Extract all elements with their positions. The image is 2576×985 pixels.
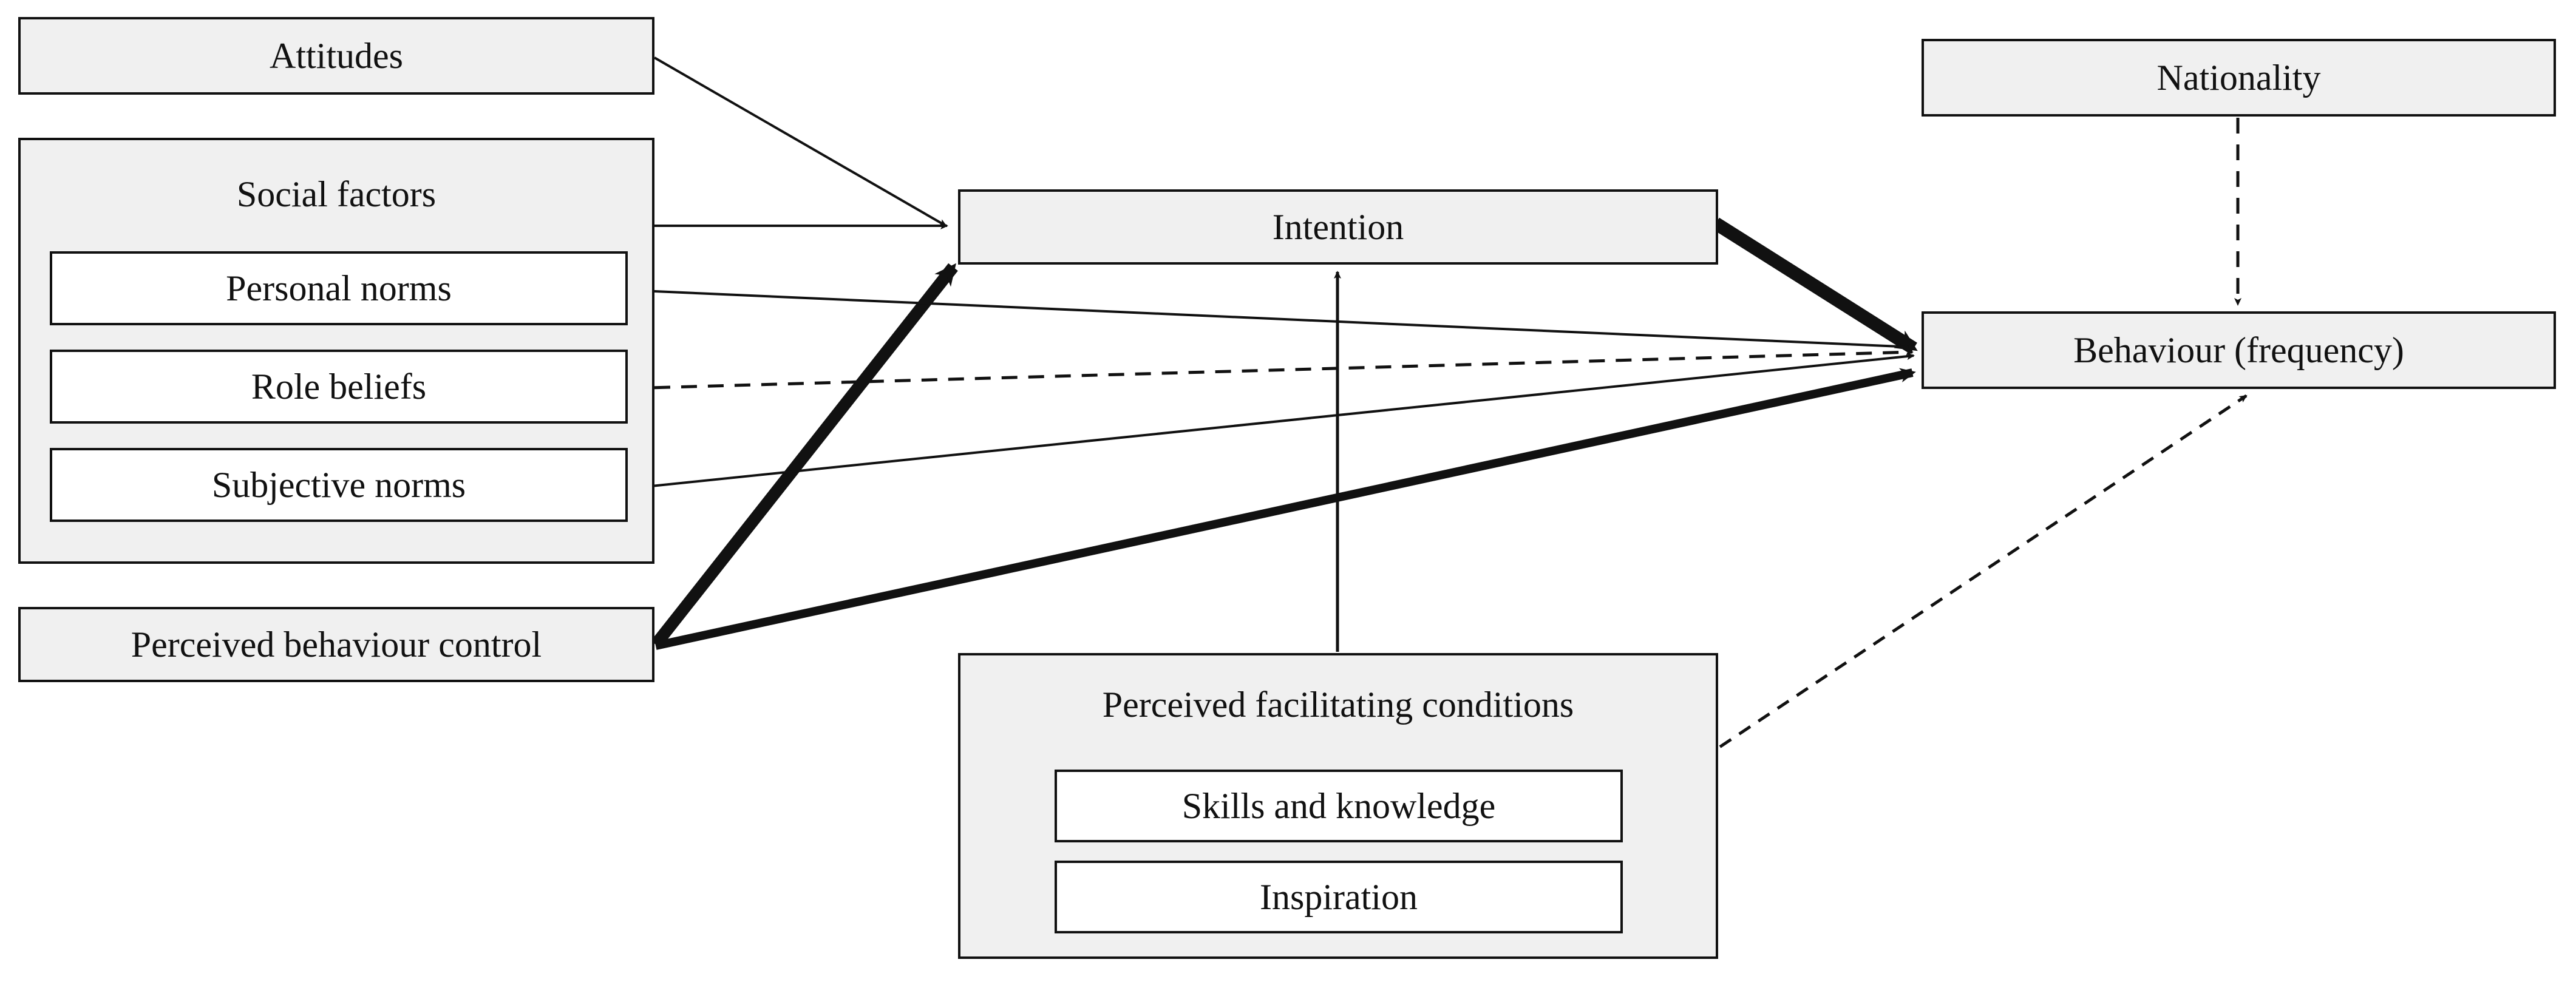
node-skills-and-knowledge-label: Skills and knowledge xyxy=(1181,786,1496,826)
node-behaviour[interactable]: Behaviour (frequency) xyxy=(1922,311,2556,389)
node-inspiration[interactable]: Inspiration xyxy=(1055,861,1623,933)
node-behaviour-label: Behaviour (frequency) xyxy=(2073,330,2404,370)
node-personal-norms[interactable]: Personal norms xyxy=(50,251,628,325)
edge-intention-to-behaviour xyxy=(1712,217,1918,354)
node-attitudes-label: Attitudes xyxy=(270,36,403,76)
edge-skills-and-knowledge-to-behaviour xyxy=(1623,394,2248,813)
node-subjective-norms-label: Subjective norms xyxy=(211,465,466,505)
edge-role-beliefs-to-behaviour xyxy=(627,348,1914,390)
edge-perceived-behaviour-control-to-intention xyxy=(651,263,958,649)
edge-personal-norms-to-behaviour xyxy=(627,289,1915,351)
node-subjective-norms[interactable]: Subjective norms xyxy=(50,448,628,522)
node-intention[interactable]: Intention xyxy=(958,189,1718,265)
node-social-factors-label: Social factors xyxy=(236,174,437,214)
node-perceived-behaviour-control[interactable]: Perceived behaviour control xyxy=(18,607,654,682)
node-personal-norms-label: Personal norms xyxy=(226,268,452,308)
node-inspiration-label: Inspiration xyxy=(1260,877,1418,917)
node-intention-label: Intention xyxy=(1272,207,1404,247)
node-nationality-label: Nationality xyxy=(2156,58,2321,98)
edge-subjective-norms-to-behaviour xyxy=(627,353,1915,490)
node-skills-and-knowledge[interactable]: Skills and knowledge xyxy=(1055,770,1623,842)
edge-attitudes-to-intention xyxy=(654,56,947,227)
node-perceived-facilitating-conditions-label: Perceived facilitating conditions xyxy=(1102,685,1574,725)
node-nationality[interactable]: Nationality xyxy=(1922,39,2556,117)
node-role-beliefs-label: Role beliefs xyxy=(251,367,427,407)
edge-perceived-behaviour-control-to-behaviour xyxy=(654,368,1916,650)
node-role-beliefs[interactable]: Role beliefs xyxy=(50,350,628,424)
node-perceived-behaviour-control-label: Perceived behaviour control xyxy=(131,625,542,665)
node-attitudes[interactable]: Attitudes xyxy=(18,17,654,95)
